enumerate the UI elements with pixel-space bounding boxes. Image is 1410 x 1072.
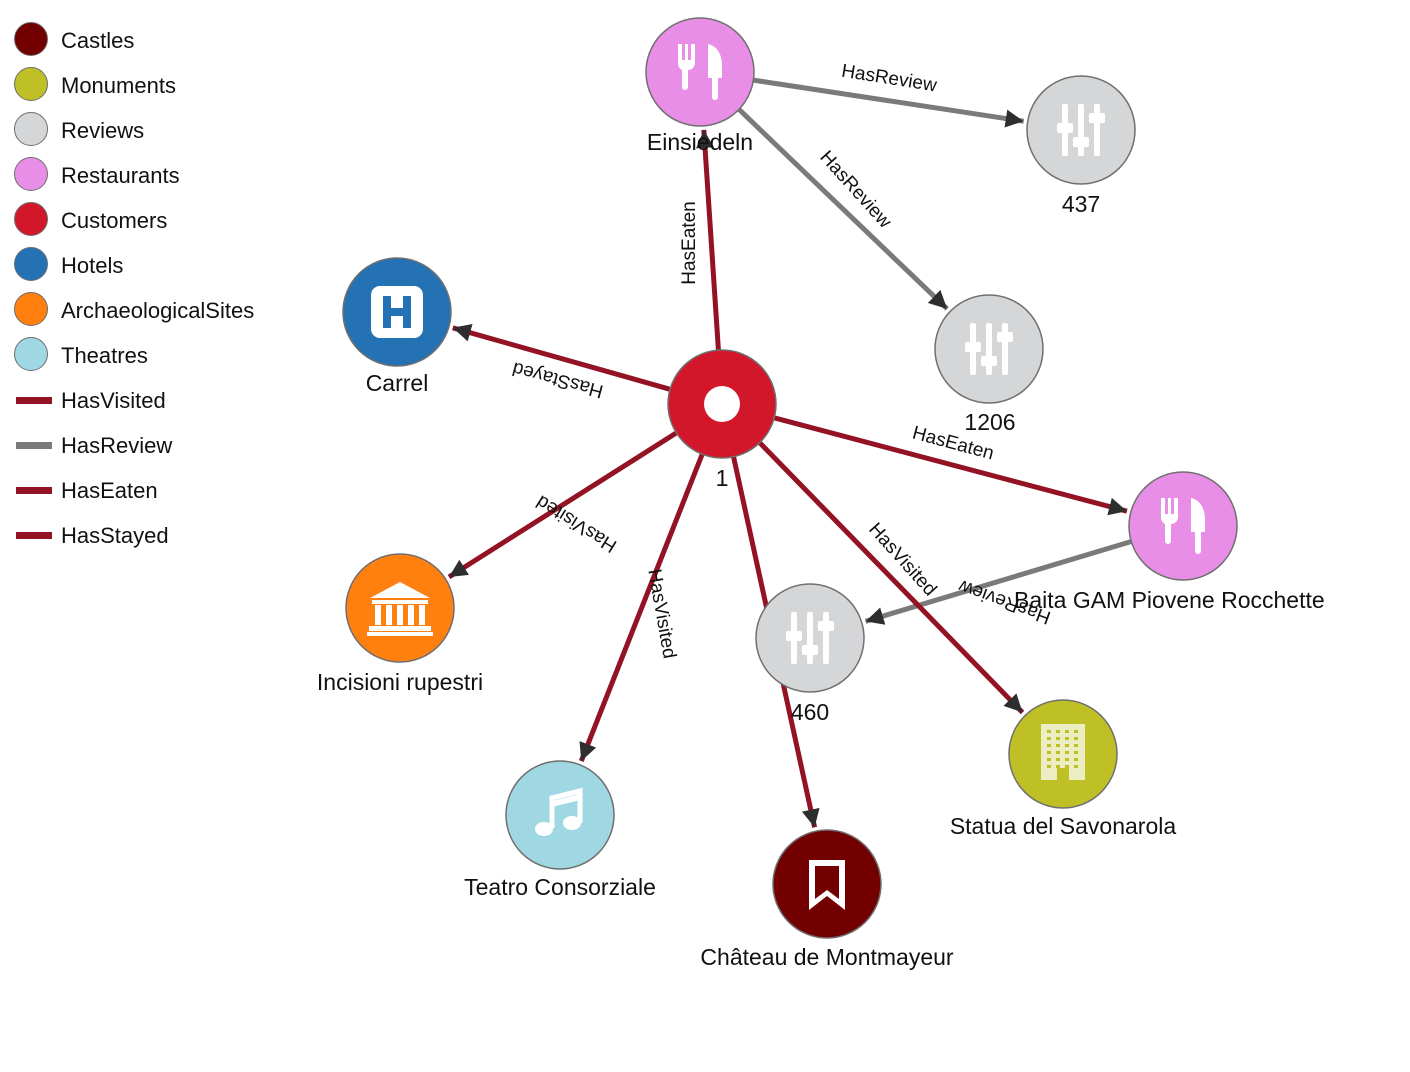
node-baita-gam[interactable]: Baita GAM Piovene Rocchette bbox=[1014, 471, 1325, 613]
edge-has-stayed[interactable] bbox=[452, 324, 671, 392]
node-circle[interactable] bbox=[505, 760, 615, 870]
legend-swatch bbox=[14, 292, 48, 326]
edge-has-eaten[interactable] bbox=[696, 129, 721, 351]
edge-has-review[interactable] bbox=[864, 539, 1133, 625]
museum-icon bbox=[367, 582, 433, 636]
legend-label: Castles bbox=[61, 28, 135, 53]
node-review-460[interactable]: 460 bbox=[755, 583, 865, 725]
edge-has-eaten[interactable] bbox=[773, 415, 1128, 516]
node-carrel[interactable]: Carrel bbox=[342, 257, 452, 396]
node-label: Carrel bbox=[366, 370, 429, 396]
legend-label: Reviews bbox=[61, 118, 145, 143]
edge-has-visited[interactable] bbox=[578, 453, 705, 762]
node-label: 1 bbox=[716, 465, 729, 491]
legend-label: Customers bbox=[61, 208, 168, 233]
edge-has-visited[interactable] bbox=[447, 430, 678, 580]
node-customer-1[interactable]: 1 bbox=[667, 349, 777, 491]
music-note-icon bbox=[535, 787, 583, 836]
legend-label: Theatres bbox=[61, 343, 148, 368]
legend-label: Monuments bbox=[61, 73, 176, 98]
legend-line bbox=[16, 442, 52, 449]
sliders-icon bbox=[965, 323, 1013, 375]
legend-swatch bbox=[14, 67, 48, 101]
node-label: Statua del Savonarola bbox=[950, 813, 1177, 839]
edge-label: HasStayed bbox=[510, 357, 605, 401]
node-circle[interactable] bbox=[1128, 471, 1238, 581]
legend-label: HasEaten bbox=[61, 478, 158, 503]
legend-label: Restaurants bbox=[61, 163, 180, 188]
node-teatro[interactable]: Teatro Consorziale bbox=[464, 760, 656, 900]
edge-has-visited[interactable] bbox=[757, 440, 1025, 715]
node-label: Château de Montmayeur bbox=[700, 944, 953, 970]
node-chateau[interactable]: Château de Montmayeur bbox=[700, 829, 954, 970]
node-label: 460 bbox=[791, 699, 829, 725]
edge-has-review[interactable] bbox=[753, 77, 1025, 128]
legend-label: HasStayed bbox=[61, 523, 169, 548]
node-incisioni[interactable]: Incisioni rupestri bbox=[317, 553, 483, 695]
bookmark-icon bbox=[809, 860, 845, 910]
legend-swatch bbox=[14, 202, 48, 236]
fork-knife-icon bbox=[1160, 498, 1205, 554]
edge-label: HasEaten bbox=[679, 201, 700, 284]
legend-swatch bbox=[14, 22, 48, 56]
node-label: Baita GAM Piovene Rocchette bbox=[1014, 587, 1325, 613]
node-review-437[interactable]: 437 bbox=[1026, 75, 1136, 217]
node-label: 1206 bbox=[964, 409, 1015, 435]
hotel-h-icon bbox=[371, 286, 423, 338]
node-statua[interactable]: Statua del Savonarola bbox=[950, 699, 1177, 839]
node-einsiedeln[interactable]: Einsiedeln bbox=[645, 17, 755, 155]
node-review-1206[interactable]: 1206 bbox=[934, 294, 1044, 435]
sliders-icon bbox=[1057, 104, 1105, 156]
node-label: Incisioni rupestri bbox=[317, 669, 483, 695]
node-label: Teatro Consorziale bbox=[464, 874, 656, 900]
node-circle[interactable] bbox=[645, 17, 755, 127]
legend-line bbox=[16, 532, 52, 539]
legend-swatch bbox=[14, 247, 48, 281]
legend-line bbox=[16, 487, 52, 494]
sliders-icon bbox=[786, 612, 834, 664]
ring-icon bbox=[704, 386, 740, 422]
node-label: Einsiedeln bbox=[647, 129, 753, 155]
legend-label: HasVisited bbox=[61, 388, 166, 413]
legend-label: HasReview bbox=[61, 433, 173, 458]
building-icon bbox=[1041, 724, 1085, 780]
edge-label: HasReview bbox=[840, 61, 938, 97]
legend-label: Hotels bbox=[61, 253, 124, 278]
legend-swatch bbox=[14, 112, 48, 146]
edge-label: HasVisited bbox=[533, 491, 621, 557]
fork-knife-icon bbox=[677, 44, 722, 100]
legend-swatch bbox=[14, 337, 48, 371]
node-label: 437 bbox=[1062, 191, 1100, 217]
edge-has-review[interactable] bbox=[737, 107, 949, 311]
edge-label: HasVisited bbox=[643, 568, 679, 661]
legend-label: ArchaeologicalSites bbox=[61, 298, 255, 323]
legend-line bbox=[16, 397, 52, 404]
legend-swatch bbox=[14, 157, 48, 191]
